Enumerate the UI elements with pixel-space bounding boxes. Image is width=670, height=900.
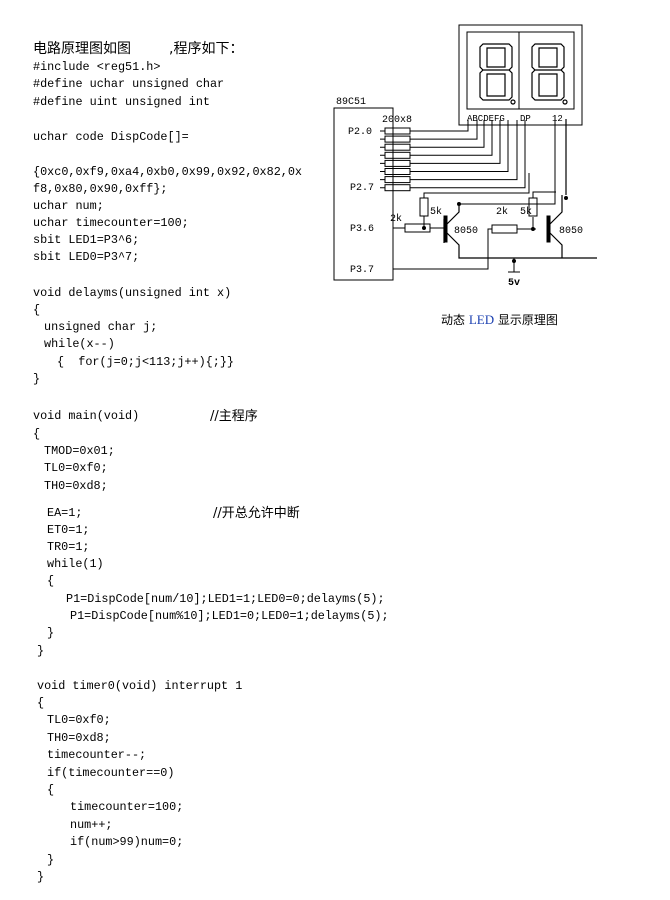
code-line: { xyxy=(33,303,41,317)
caption-pre: 动态 xyxy=(441,313,469,327)
mcu-chip xyxy=(333,107,394,281)
r1-label: 2k xyxy=(390,213,402,225)
code-line: void main(void) xyxy=(33,409,140,423)
digit-2-segments xyxy=(531,43,568,105)
code-line: timecounter=100; xyxy=(70,800,184,814)
code-line: } xyxy=(47,626,55,640)
code-line: TL0=0xf0; xyxy=(44,461,108,475)
code-line: { xyxy=(47,783,55,797)
code-line: P1=DispCode[num/10];LED1=1;LED0=0;delaym… xyxy=(66,592,385,606)
resistor-5k-a xyxy=(419,197,429,217)
r3-label: 2k xyxy=(496,206,508,218)
code-line: while(x--) xyxy=(44,337,115,351)
resistor-2k-a xyxy=(404,223,431,233)
chip-label: 89C51 xyxy=(336,97,366,108)
heading-left: 电路原理图如图 xyxy=(33,41,131,57)
resistor xyxy=(384,143,411,151)
transistor-1-label: 8050 xyxy=(454,226,478,237)
resistor xyxy=(384,184,411,192)
intro-heading: 电路原理图如图 ,程序如下： xyxy=(33,38,243,58)
code-line: #define uint unsigned int xyxy=(33,95,210,109)
code-line: #define uchar unsigned char xyxy=(33,77,225,91)
code-line: timecounter--; xyxy=(47,748,147,762)
pin-p36: P3.6 xyxy=(350,224,374,235)
code-line: sbit LED1=P3^6; xyxy=(33,233,140,247)
code-line: TR0=1; xyxy=(47,540,90,554)
resistor-5k-b xyxy=(528,197,538,217)
caption-led: LED xyxy=(468,312,495,327)
code-line: EA=1; xyxy=(47,506,83,520)
pin-p27: P2.7 xyxy=(350,183,374,194)
segment-wire xyxy=(380,120,526,189)
resistor-array xyxy=(384,127,411,192)
code-line: {0xc0,0xf9,0xa4,0xb0,0x99,0x92,0x82,0x xyxy=(33,165,303,179)
code-line: ET0=1; xyxy=(47,523,90,537)
code-line: } xyxy=(33,372,41,386)
code-line: } xyxy=(47,853,55,867)
code-line: sbit LED0=P3^7; xyxy=(33,250,140,264)
code-line: } xyxy=(37,644,45,658)
code-line: { xyxy=(33,427,41,441)
pin-p20: P2.0 xyxy=(348,127,372,138)
resistor xyxy=(384,176,411,184)
code-line: #include <reg51.h> xyxy=(33,60,161,74)
code-line: } xyxy=(37,870,45,884)
r2-label: 5k xyxy=(430,206,442,218)
dp-label: DP xyxy=(520,114,531,124)
code-line: { xyxy=(37,696,45,710)
code-line: if(timecounter==0) xyxy=(47,766,175,780)
resistor xyxy=(384,159,411,167)
code-line: TH0=0xd8; xyxy=(47,731,111,745)
code-line: TMOD=0x01; xyxy=(44,444,115,458)
segment-labels: ABCDEFG xyxy=(467,114,505,124)
digit-labels: 12 xyxy=(552,114,563,124)
resistor-2k-b xyxy=(491,224,518,234)
code-line: uchar num; xyxy=(33,199,104,213)
code-line: while(1) xyxy=(47,557,104,571)
code-line: if(num>99)num=0; xyxy=(70,835,184,849)
diagram-caption: 动态 LED 显示原理图 xyxy=(441,311,558,328)
resistor xyxy=(384,135,411,143)
code-line: { for(j=0;j<113;j++){;}} xyxy=(57,355,234,369)
digit-1-segments xyxy=(479,43,516,105)
code-line: num++; xyxy=(70,818,113,832)
code-line: uchar code DispCode[]= xyxy=(33,130,189,144)
pin-p37: P3.7 xyxy=(350,265,374,276)
code-line: TL0=0xf0; xyxy=(47,713,111,727)
code-line: f8,0x80,0x90,0xff}; xyxy=(33,182,168,196)
code-line: TH0=0xd8; xyxy=(44,479,108,493)
resistor-array-label: 200x8 xyxy=(382,115,412,126)
seven-segment-display xyxy=(458,24,583,126)
transistor-2-label: 8050 xyxy=(559,226,583,237)
r4-label: 5k xyxy=(520,206,532,218)
code-line: void delayms(unsigned int x) xyxy=(33,286,232,300)
code-line: uchar timecounter=100; xyxy=(33,216,189,230)
resistor xyxy=(384,151,411,159)
supply-label: 5v xyxy=(508,278,520,289)
comment-main: //主程序 xyxy=(210,409,258,424)
resistor xyxy=(384,127,411,135)
comment-ea: //开总允许中断 xyxy=(213,506,300,521)
code-line: void timer0(void) interrupt 1 xyxy=(37,679,243,693)
code-line: { xyxy=(47,574,55,588)
code-line: P1=DispCode[num%10];LED1=0;LED0=1;delaym… xyxy=(70,609,389,623)
resistor xyxy=(384,168,411,175)
code-line: unsigned char j; xyxy=(44,320,158,334)
caption-post: 显示原理图 xyxy=(494,313,558,327)
heading-right: ,程序如下： xyxy=(169,41,244,57)
